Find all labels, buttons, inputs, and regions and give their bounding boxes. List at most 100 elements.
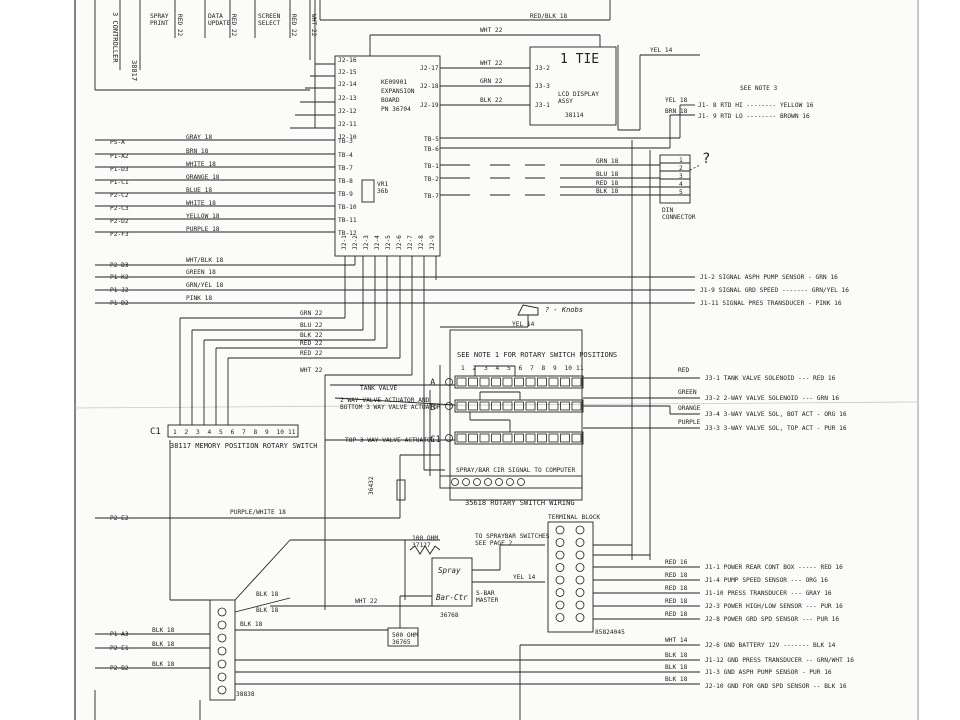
din-pin: 3: [679, 173, 683, 180]
wire-label: WHT/BLK 18: [186, 257, 224, 264]
rotary-position-number: 5: [507, 365, 511, 372]
wire-label: WHT 22: [300, 367, 323, 374]
harness-pin-label: P2-E1: [110, 645, 129, 652]
wire-label: RED 18: [665, 585, 688, 592]
din-pin: 1: [679, 157, 683, 164]
memory-position-number: 7: [242, 429, 246, 436]
rotary-cell: [468, 433, 478, 443]
memory-position-number: 5: [219, 429, 223, 436]
wire-label: BLK 18: [596, 188, 619, 195]
lcd-pin: J3-3: [535, 83, 550, 90]
expansion-board: J2-16J2-15J2-14J2-13J2-12J2-11J2-10J2-17…: [338, 57, 439, 250]
harness-pin-label: P1-C1: [110, 179, 129, 186]
rotary-position-number: 8: [542, 365, 546, 372]
wire-red22-c: RED 22: [290, 14, 297, 37]
board-pin: J2-16: [338, 57, 357, 64]
memory-c1: C1: [150, 427, 161, 437]
harness-pin-label: P2-C3: [110, 205, 129, 212]
terminal-screw: [575, 538, 585, 547]
terminal-screw: [555, 588, 565, 597]
rotary-cell: [514, 433, 524, 443]
board-tb: TB-8: [338, 178, 353, 185]
wire-yel14-top: YEL 14: [650, 47, 673, 54]
rotary-cell: [514, 377, 524, 387]
rotary-position-number: 1: [461, 365, 465, 372]
solenoid-destination: J3-1 TANK VALVE SOLENOID --- RED 16: [705, 375, 836, 382]
ground-terminal: [217, 672, 227, 682]
rotary-cell: [548, 401, 559, 411]
rotary-cell: [491, 433, 501, 443]
rotary-wiring-label: 35618 ROTARY SWITCH WIRING: [465, 499, 575, 507]
board-title: EXPANSION: [381, 88, 415, 95]
wire-label: BRN 18: [665, 108, 688, 115]
rotary-cell: [479, 377, 490, 387]
harness-pin-label: P1-D3: [110, 166, 129, 173]
wire-label: BLK 18: [665, 676, 688, 683]
memory-position-number: 11: [288, 429, 296, 436]
rotary-cell: [525, 401, 536, 411]
handwritten-note: ? - Knobs: [545, 306, 583, 314]
terminal-title: TERMINAL BLOCK: [548, 514, 600, 521]
wire-label: RED 18: [665, 598, 688, 605]
board-tb: TB-5: [424, 136, 439, 143]
terminal-screw: [575, 575, 585, 585]
rtd-lo-line: J1- 9 RTD LO -------- BROWN 16: [698, 113, 810, 120]
power-destination: J2-6 GND BATTERY 12V ------- BLK 14: [705, 642, 836, 649]
board-tb: TB-10: [338, 204, 357, 211]
wire-color-label: GREEN: [678, 389, 697, 396]
wire-label: WHITE 18: [186, 161, 216, 168]
memory-position-number: 6: [231, 429, 235, 436]
board-title: KE09901: [381, 79, 407, 86]
power-destination: J1-4 PUMP SPEED SENSOR --- ORG 16: [705, 577, 828, 584]
spraybar-terminal: [517, 478, 525, 486]
spraybar-terminal: [506, 478, 514, 486]
spraybar-terminal: [462, 478, 470, 486]
board-pin: J2-9: [429, 235, 436, 250]
board-tb: TB-4: [338, 152, 353, 159]
spraybar-label: SPRAY/BAR CIR SIGNAL TO COMPUTER: [456, 467, 575, 474]
signal-destination: J1-9 SIGNAL GRD SPEED ------- GRN/YEL 16: [700, 287, 849, 294]
paper-fold: [74, 401, 919, 409]
wire-label: WHITE 18: [186, 200, 216, 207]
rotary-cell: [456, 401, 467, 411]
rotary-cell: [502, 377, 513, 387]
rtd-note: SEE NOTE 3 YEL 18 BRN 18 J1- 8 RTD HI --…: [665, 85, 814, 120]
memory-position-number: 10: [277, 429, 285, 436]
rotary-terminal: [445, 434, 453, 442]
wire-label: RED 16: [665, 559, 688, 566]
wire-label: PURPLE 18: [186, 226, 220, 233]
rotary-cell: [502, 401, 513, 411]
terminal-screw: [555, 550, 565, 560]
wire-label: RED 22: [300, 340, 323, 347]
wire-label: BLU 18: [596, 171, 619, 178]
memory-position-number: 1: [173, 429, 177, 436]
rotary-switch: SEE NOTE 1 FOR ROTARY SWITCH POSITIONS T…: [340, 306, 617, 507]
ground-terminal: [217, 607, 227, 617]
bar-ctr-label: Bar-Ctr: [436, 593, 468, 602]
purple-wire: P2-E2 PURPLE/WHITE 18: [110, 509, 286, 522]
ground-terminal: [217, 659, 227, 669]
rotary-cell: [548, 377, 559, 387]
board-pin: J2-19: [420, 102, 439, 109]
rotary-cell: [560, 377, 570, 387]
terminal-screw: [555, 538, 565, 547]
wire-label: PINK 18: [186, 295, 212, 302]
wire-label: GRN/YEL 18: [186, 282, 224, 289]
board-pin: J2-13: [338, 95, 357, 102]
harness-pin-label: P1-K2: [110, 274, 129, 281]
rotary-note: SEE NOTE 1 FOR ROTARY SWITCH POSITIONS: [457, 351, 617, 359]
din-pin: 2: [679, 165, 683, 172]
p2e2-label: P2-E2: [110, 515, 129, 522]
rotary-position-number: 10: [565, 365, 573, 372]
board-pin: J2-14: [338, 81, 357, 88]
wire-label: BLK 18: [665, 652, 688, 659]
wire-label: GREEN 18: [186, 269, 216, 276]
power-destination: J1-12 GND PRESS TRANSDUCER -- GRN/WHT 16: [705, 657, 854, 664]
terminal-screw: [555, 525, 565, 535]
